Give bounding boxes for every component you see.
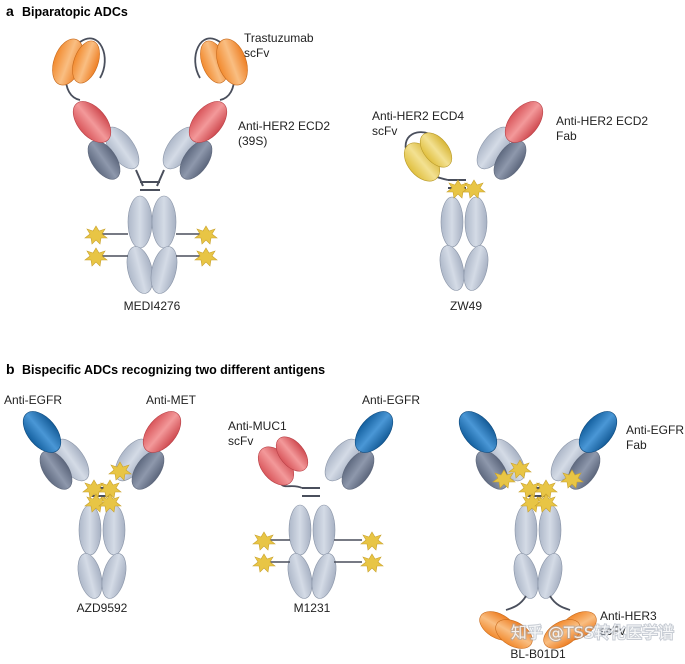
payload-star xyxy=(360,553,384,573)
zw49-payloads xyxy=(446,179,486,199)
molecule-name-m1231: M1231 xyxy=(294,601,331,615)
payload-star xyxy=(534,493,558,513)
payload-star xyxy=(194,225,218,245)
zw49-antibody xyxy=(403,101,544,291)
payload-star xyxy=(108,461,132,481)
label-anti-egfr-fab-line1: Anti-EGFR xyxy=(626,423,684,437)
label-anti-muc1-scfv-line2: scFv xyxy=(228,434,253,448)
label-anti-her2-ecd2-fab-line2: Fab xyxy=(556,129,577,143)
bl-b01d1-payloads xyxy=(492,459,584,513)
payload-star xyxy=(194,247,218,267)
payload-star xyxy=(252,553,276,573)
label-anti-egfr-m1231: Anti-EGFR xyxy=(362,393,420,407)
payload-star xyxy=(98,493,122,513)
label-anti-her3-scfv-line2: scFv xyxy=(600,624,625,638)
m1231-payloads xyxy=(252,531,384,573)
payload-star xyxy=(508,459,532,479)
panel-a-letter: a xyxy=(6,3,14,19)
payload-star xyxy=(84,225,108,245)
label-anti-her2-ecd4-scfv-line1: Anti-HER2 ECD4 xyxy=(372,109,464,123)
label-anti-muc1-scfv-line1: Anti-MUC1 xyxy=(228,419,287,433)
m1231-antibody xyxy=(257,411,394,599)
payload-star xyxy=(492,469,516,489)
watermark-text: 知乎 @TSS转化医学谱 xyxy=(511,623,674,642)
watermark: 知乎 @TSS转化医学谱 知乎 @TSS转化医学谱 xyxy=(510,622,675,643)
label-trastuzumab-scfv-line2: scFv xyxy=(244,46,269,60)
bl-b01d1-antibody xyxy=(458,411,618,649)
payload-star xyxy=(360,531,384,551)
molecule-name-medi4276: MEDI4276 xyxy=(124,299,181,313)
label-anti-egfr-fab-line2: Fab xyxy=(626,438,647,452)
payload-star xyxy=(446,179,470,199)
payload-star xyxy=(560,469,584,489)
label-anti-her2-ecd4-scfv-line2: scFv xyxy=(372,124,397,138)
molecule-name-bl-b01d1: BL-B01D1 xyxy=(510,647,566,661)
label-anti-met: Anti-MET xyxy=(146,393,197,407)
medi4276-payloads xyxy=(84,225,218,267)
label-anti-her3-scfv-line1: Anti-HER3 xyxy=(600,609,657,623)
medi4276-antibody xyxy=(52,37,248,294)
panel-b-title: Bispecific ADCs recognizing two differen… xyxy=(22,363,325,377)
panel-a-title: Biparatopic ADCs xyxy=(22,5,128,19)
payload-star xyxy=(252,531,276,551)
label-anti-her2-ecd2-39s-line1: Anti-HER2 ECD2 xyxy=(238,119,330,133)
payload-star xyxy=(462,179,486,199)
panel-b-letter: b xyxy=(6,361,15,377)
payload-star xyxy=(84,247,108,267)
watermark-shadow: 知乎 @TSS转化医学谱 xyxy=(511,623,674,642)
azd9592-payloads xyxy=(82,461,132,513)
label-anti-her2-ecd2-fab-line1: Anti-HER2 ECD2 xyxy=(556,114,648,128)
molecule-name-azd9592: AZD9592 xyxy=(77,601,128,615)
label-anti-egfr-azd: Anti-EGFR xyxy=(4,393,62,407)
label-trastuzumab-scfv-line1: Trastuzumab xyxy=(244,31,314,45)
label-anti-her2-ecd2-39s-line2: (39S) xyxy=(238,134,267,148)
molecule-name-zw49: ZW49 xyxy=(450,299,482,313)
